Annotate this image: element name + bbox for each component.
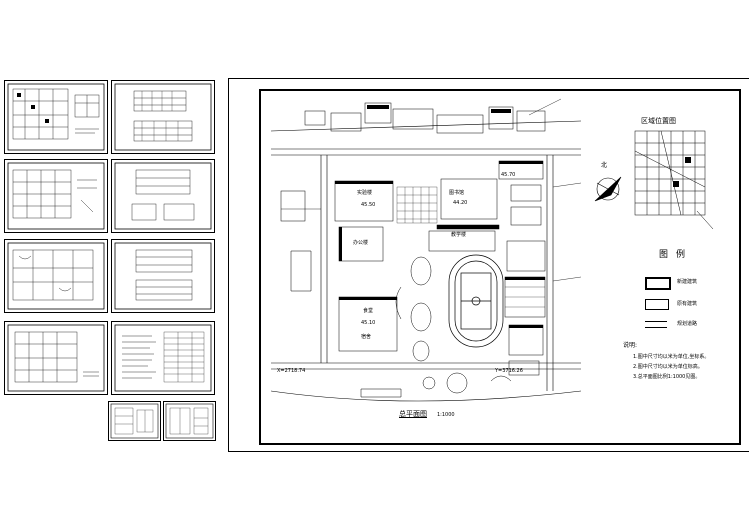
elevation-drawing <box>114 242 212 310</box>
note-3: 3.总平面图比例1:1000见图。 <box>633 374 701 380</box>
elevation-drawing <box>114 83 212 151</box>
plan-title: 总平面图 <box>399 410 427 418</box>
thumbnail-sheet-7[interactable] <box>4 321 108 395</box>
thumbnail-sheet-9[interactable] <box>108 401 161 441</box>
north-arrow <box>594 176 622 202</box>
coordinate-x: X=2718.74 <box>277 368 306 374</box>
building-label-teaching: 教学楼 <box>451 232 467 238</box>
elevation-3: 45.10 <box>361 320 376 326</box>
building-label-office: 办公楼 <box>353 240 369 246</box>
floor-plan-drawing <box>7 162 105 230</box>
location-map-title: 区域位置图 <box>641 117 676 125</box>
legend-label-road: 规划道路 <box>677 321 698 327</box>
legend-swatch-existing <box>645 299 669 310</box>
thumbnail-sheet-2[interactable] <box>111 80 215 154</box>
legend-label-new: 新建建筑 <box>677 279 698 285</box>
thumbnail-sheet-10[interactable] <box>163 401 216 441</box>
building-label-dorm: 宿舍 <box>361 334 372 340</box>
building-label-library: 图书馆 <box>449 190 465 196</box>
thumbnail-sheet-6[interactable] <box>111 239 215 313</box>
detail-drawing <box>165 403 214 439</box>
floor-plan-drawing <box>7 324 105 392</box>
thumbnail-sheet-8[interactable] <box>111 321 215 395</box>
elevation-4: 45.70 <box>501 172 516 178</box>
legend-swatch-road <box>645 321 667 328</box>
coordinate-y: Y=3716.26 <box>495 368 523 374</box>
drawing-frame: 区域位置图 北 图例 新建建筑 原有建筑 规划道路 说明: 1.图中尺寸均以米为… <box>259 89 741 445</box>
thumbnail-sheet-5[interactable] <box>4 239 108 313</box>
legend-swatch-new <box>645 277 671 290</box>
site-plan-drawing <box>270 98 714 402</box>
section-drawing <box>114 162 212 230</box>
elevation-2: 44.20 <box>453 200 468 206</box>
thumbnail-sheet-1[interactable] <box>4 80 108 154</box>
floor-plan-drawing <box>7 242 105 310</box>
plan-scale: 1:1000 <box>437 412 455 418</box>
north-label: 北 <box>601 162 608 169</box>
building-label-lab: 实验楼 <box>357 190 373 196</box>
main-site-plan-sheet[interactable]: 区域位置图 北 图例 新建建筑 原有建筑 规划道路 说明: 1.图中尺寸均以米为… <box>228 78 749 452</box>
legend-title: 图例 <box>659 250 694 260</box>
floor-plan-drawing <box>7 83 105 151</box>
thumbnail-sheet-4[interactable] <box>111 159 215 233</box>
note-1: 1.图中尺寸均以米为单位,坐标系。 <box>633 354 710 360</box>
note-2: 2.图中尺寸均以米为单位标高。 <box>633 364 703 370</box>
legend-label-existing: 原有建筑 <box>677 301 698 307</box>
notes-table-drawing <box>114 324 212 392</box>
building-label-canteen: 食堂 <box>363 308 374 314</box>
elevation-1: 45.50 <box>361 202 376 208</box>
thumbnail-sheet-3[interactable] <box>4 159 108 233</box>
detail-drawing <box>110 403 159 439</box>
notes-title: 说明: <box>623 342 638 349</box>
